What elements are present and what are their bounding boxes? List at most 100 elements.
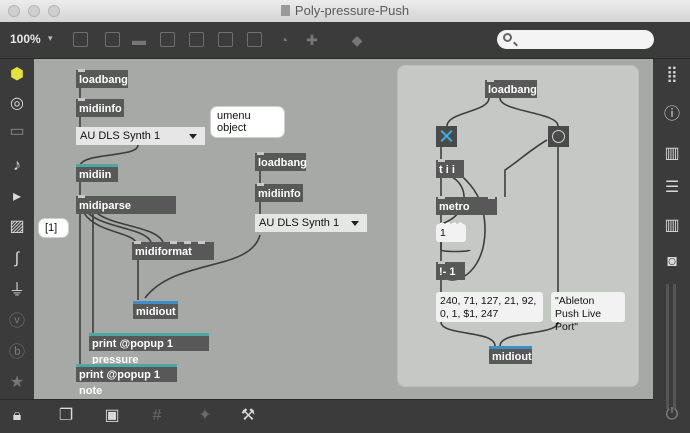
reference-book-icon[interactable]: ▥ (664, 217, 680, 234)
dial-object-icon[interactable] (189, 32, 204, 47)
inlet-port[interactable] (78, 195, 85, 198)
object-label: midiin (79, 169, 112, 181)
left-sidebar: ⬢ ◎ ▭ ♪ ▸ ▨ ∫ ⏚ ⓥ ⓑ ★ (0, 59, 34, 399)
midiin-object[interactable]: midiin (76, 164, 118, 182)
image-icon[interactable]: ▨ (9, 218, 25, 235)
footnote-comment: [1] (38, 218, 69, 238)
umenu-selected-value: AU DLS Synth 1 (80, 130, 161, 142)
play-object-icon[interactable] (218, 32, 233, 47)
toggle-on[interactable] (436, 126, 457, 147)
message-text: "Ableton Push Live Port" (555, 295, 602, 333)
list-icon[interactable]: ☰ (664, 179, 680, 196)
object-label: t i i (439, 164, 455, 176)
presentation-object-icon[interactable] (73, 32, 88, 47)
metro-object[interactable]: metro 2000 (436, 196, 497, 233)
loadbang-object[interactable]: loadbang (76, 69, 128, 88)
loadbang-object-middle[interactable]: loadbang (255, 152, 307, 171)
umenu-device-menu-middle[interactable]: AU DLS Synth 1 (255, 214, 367, 232)
book-icon[interactable]: ▥ (664, 145, 680, 162)
info-icon[interactable]: ⓘ (663, 106, 680, 123)
object-label: print @popup 1 note (79, 369, 160, 397)
bold-circle-icon[interactable]: ⓑ (8, 344, 25, 361)
new-view-icon[interactable]: ❐ (58, 407, 74, 424)
object-label: midiout (136, 306, 176, 318)
grid-icon[interactable]: # (152, 407, 162, 424)
inlet-port[interactable] (438, 261, 445, 264)
grid-dots-icon[interactable]: ⣿ (666, 66, 678, 83)
inlet-port[interactable] (184, 241, 191, 244)
paint-bucket-icon[interactable]: ◆ (351, 32, 363, 48)
inlet-port[interactable] (438, 196, 445, 199)
object-label: print @popup 1 pressure (92, 338, 173, 366)
title-bar: Poly-pressure-Push (0, 0, 690, 23)
paperclip-icon[interactable]: ∫ (14, 250, 20, 267)
right-sidebar: ⣿ ⓘ ▥ ☰ ▥ ◙ ⏻ (653, 59, 690, 433)
reverse-minus-object[interactable]: !- 1 (436, 261, 465, 280)
inlet-port[interactable] (438, 159, 445, 162)
dropdown-arrow-icon (351, 221, 359, 226)
snap-icon[interactable]: ✦ (198, 407, 212, 424)
object-label: loadbang (258, 157, 307, 169)
inlet-port[interactable] (487, 79, 494, 82)
dropdown-arrow-icon (189, 134, 197, 139)
playlist-icon[interactable]: ▸ (12, 188, 22, 205)
trigger-object[interactable]: t i i (436, 159, 464, 178)
inlet-port[interactable] (257, 183, 264, 186)
midiout-object-right[interactable]: midiout (489, 346, 532, 364)
object-label: !- 1 (439, 266, 456, 278)
keyboard-icon[interactable]: ▭ (9, 123, 25, 140)
wrench-icon[interactable]: ⚒ (240, 407, 256, 424)
speech-bubble-icon[interactable]: ▬ (132, 32, 146, 48)
sysex-list-message-box[interactable]: 240, 71, 127, 21, 92, 0, 1, $1, 247 (436, 292, 543, 322)
midiparse-object[interactable]: midiparse (76, 195, 176, 214)
level-meter-right (673, 284, 676, 409)
zoom-window-button[interactable] (48, 5, 60, 17)
close-window-button[interactable] (8, 5, 20, 17)
inlet-port[interactable] (78, 98, 85, 101)
camera-icon[interactable]: ◙ (667, 253, 677, 270)
loadbang-object-right[interactable]: loadbang (485, 79, 537, 98)
print-note-object[interactable]: print @popup 1 note (76, 364, 177, 397)
inlet-port[interactable] (170, 241, 177, 244)
inlet-port[interactable] (488, 196, 495, 199)
vimeo-icon[interactable]: ⓥ (8, 313, 25, 330)
midiformat-object[interactable]: midiformat (132, 241, 214, 260)
star-icon[interactable]: ★ (9, 374, 25, 391)
target-icon[interactable]: ◎ (10, 95, 24, 112)
umenu-device-menu[interactable]: AU DLS Synth 1 (76, 127, 205, 145)
midiinfo-object-middle[interactable]: midiinfo (255, 183, 303, 202)
slider-object-icon[interactable] (247, 32, 262, 47)
bottom-toolbar: 🔒︎ ❐ ▣ # ✦ ⚒ (0, 399, 653, 433)
comment-text: umenu object (217, 110, 251, 134)
bang-button[interactable] (548, 126, 569, 147)
presentation-icon[interactable]: ▣ (104, 407, 120, 424)
window-title-text: Poly-pressure-Push (294, 3, 410, 18)
message-text: 240, 71, 127, 21, 92, 0, 1, $1, 247 (440, 295, 537, 320)
lock-icon[interactable]: 🔒︎ (12, 407, 22, 424)
print-pressure-object[interactable]: print @popup 1 pressure (89, 333, 209, 366)
inlet-port[interactable] (257, 152, 264, 155)
search-field[interactable] (497, 30, 654, 49)
x-toggle-icon[interactable] (160, 32, 175, 47)
minimize-window-button[interactable] (28, 5, 40, 17)
inlet-port[interactable] (78, 69, 85, 72)
object-label: midiparse (79, 200, 131, 212)
zoom-level[interactable]: 100% (10, 32, 41, 46)
port-name-message-box[interactable]: "Ableton Push Live Port" (551, 292, 625, 333)
midiout-object-left[interactable]: midiout (133, 301, 178, 319)
plug-icon[interactable]: ⏚ (8, 282, 25, 299)
midiinfo-object[interactable]: midiinfo (76, 98, 124, 117)
number-message-box[interactable]: 1 (436, 224, 466, 242)
inlet-port[interactable] (134, 241, 141, 244)
power-icon[interactable]: ⏻ (665, 406, 679, 423)
music-note-icon[interactable]: ♪ (13, 157, 21, 174)
document-icon (280, 5, 290, 16)
cube-icon[interactable]: ⬢ (10, 66, 24, 83)
gauge-icon[interactable]: ◔ (279, 32, 289, 48)
chevron-down-icon[interactable]: ▾ (48, 33, 53, 43)
comment-object-icon[interactable] (105, 32, 120, 47)
level-meter-left (666, 284, 669, 409)
inlet-port[interactable] (198, 241, 205, 244)
plus-icon[interactable]: ✚ (306, 32, 318, 48)
